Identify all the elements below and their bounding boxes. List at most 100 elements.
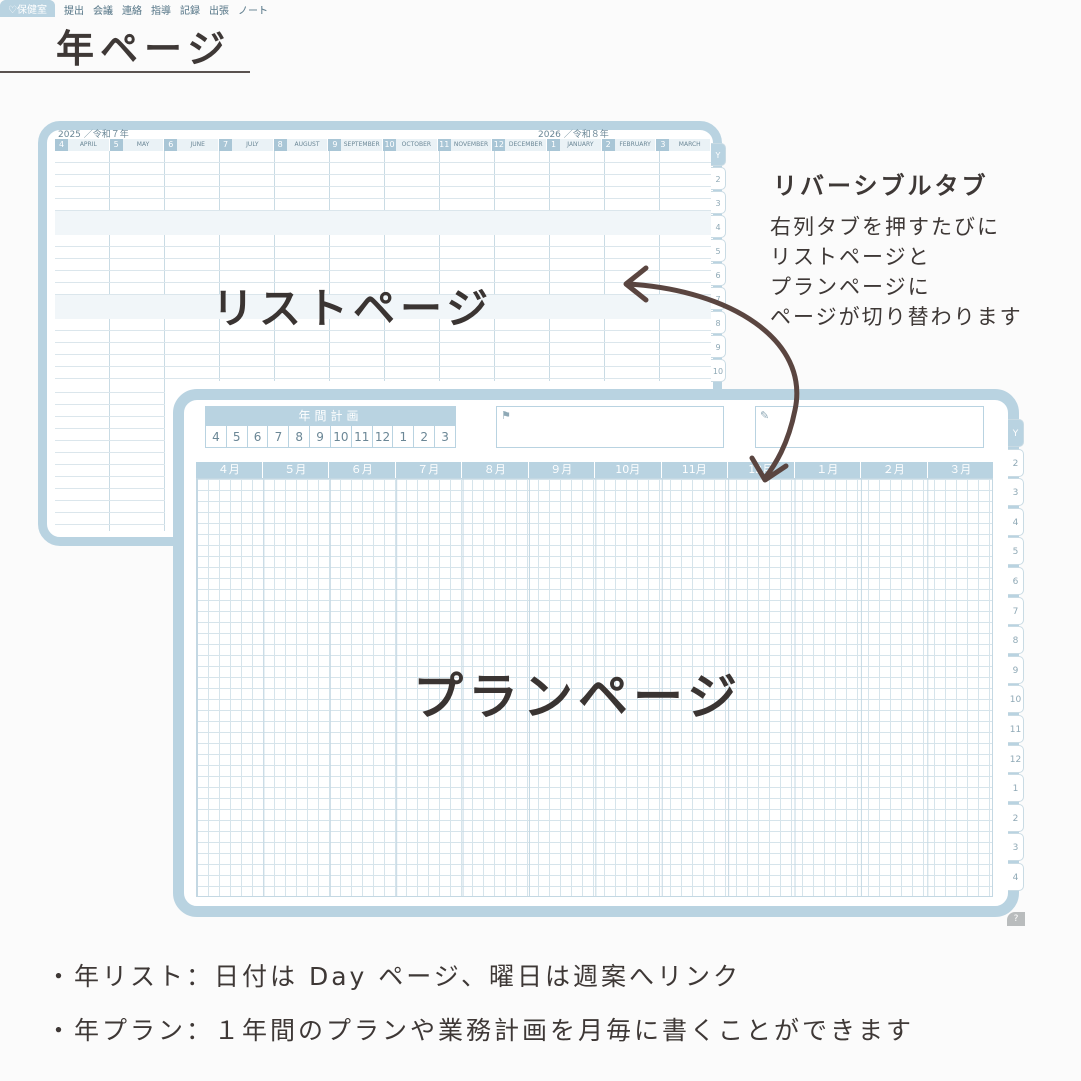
- list-month-number[interactable]: 7: [219, 139, 233, 151]
- side-tab-4[interactable]: 5: [711, 239, 726, 262]
- side-tab-0[interactable]: Y: [711, 143, 726, 166]
- help-button[interactable]: ?: [1007, 912, 1025, 926]
- list-month-number[interactable]: 10: [383, 139, 397, 151]
- list-month-number[interactable]: 12: [492, 139, 506, 151]
- page-title: 年ページ: [56, 27, 232, 71]
- plan-tab-3[interactable]: 連絡: [121, 6, 142, 17]
- side-tab-1[interactable]: 2: [1008, 448, 1024, 477]
- list-month-name: DECEMBER: [505, 139, 548, 151]
- list-month-number[interactable]: 5: [109, 139, 123, 151]
- side-tab-9[interactable]: 10: [711, 359, 726, 382]
- description-line: プランページに: [770, 275, 931, 299]
- plan-month-label: １月: [795, 462, 861, 478]
- side-tab-4[interactable]: 5: [1008, 537, 1024, 566]
- list-month-number[interactable]: 1: [547, 139, 561, 151]
- list-month-name: AUGUST: [286, 139, 329, 151]
- list-month-number[interactable]: 2: [601, 139, 615, 151]
- goal-memo-box[interactable]: ⚑: [496, 406, 724, 448]
- list-tab-2[interactable]: 会議: [92, 6, 113, 17]
- side-tab-3[interactable]: 4: [711, 215, 726, 238]
- year-left: 2025 ／令和７年: [58, 130, 129, 140]
- plan-tab-2[interactable]: 会議: [92, 6, 113, 17]
- annual-plan-month-link[interactable]: 11: [352, 426, 373, 448]
- annual-plan-month-link[interactable]: 6: [248, 426, 269, 448]
- side-tab-6[interactable]: 7: [1008, 596, 1024, 625]
- annual-plan-month-link[interactable]: 2: [414, 426, 436, 448]
- list-month-number[interactable]: 6: [164, 139, 178, 151]
- list-tab-4[interactable]: 指導: [150, 6, 171, 17]
- weekend-row: [55, 223, 711, 235]
- list-month-number[interactable]: 8: [273, 139, 287, 151]
- annual-plan-month-link[interactable]: 12: [373, 426, 394, 448]
- weekend-row: [55, 211, 711, 223]
- annual-plan-month-link[interactable]: 7: [268, 426, 290, 448]
- feature-bullet: ・年リスト：日付は Day ページ、曜日は週案へリンク: [46, 962, 742, 991]
- side-tab-2[interactable]: 3: [711, 191, 726, 214]
- list-grid: [55, 151, 711, 381]
- feature-bullets: ・年リスト：日付は Day ページ、曜日は週案へリンク・年プラン：１年間のプラン…: [46, 950, 914, 1058]
- plan-tab-0[interactable]: ♡保健室: [0, 0, 55, 17]
- description-line: リストページと: [770, 245, 931, 269]
- side-tab-5[interactable]: 6: [711, 263, 726, 286]
- plan-tab-1[interactable]: 提出: [63, 6, 84, 17]
- plan-tab-label: 保健室: [16, 5, 47, 16]
- side-tab-8[interactable]: 9: [711, 335, 726, 358]
- annual-plan-month-link[interactable]: 5: [227, 426, 248, 448]
- plan-month-label: ８月: [462, 462, 529, 478]
- plan-month-label: 10月: [595, 462, 662, 478]
- side-tab-1[interactable]: 2: [711, 167, 726, 190]
- side-tab-2[interactable]: 3: [1008, 478, 1024, 507]
- list-month-name: SEPTEMBER: [341, 139, 384, 151]
- list-month-name: MARCH: [669, 139, 712, 151]
- side-tab-8[interactable]: 9: [1008, 655, 1024, 684]
- list-month-number[interactable]: 4: [55, 139, 68, 151]
- list-month-name: APRIL: [68, 139, 110, 151]
- year-right: 2026 ／令和８年: [538, 130, 609, 140]
- annual-plan-month-link[interactable]: 8: [289, 426, 311, 448]
- plan-grid[interactable]: [196, 478, 993, 897]
- list-tab-3[interactable]: 連絡: [121, 6, 142, 17]
- plan-tab-4[interactable]: 指導: [150, 6, 171, 17]
- side-tab-7[interactable]: 8: [1008, 626, 1024, 655]
- annual-plan-month-link[interactable]: 3: [441, 430, 449, 444]
- annual-plan-month-link[interactable]: 1: [393, 426, 415, 448]
- side-tab-13[interactable]: 2: [1008, 803, 1024, 832]
- list-month-number[interactable]: 11: [437, 139, 451, 151]
- side-tab-3[interactable]: 4: [1008, 507, 1024, 536]
- list-month-name: OCTOBER: [396, 139, 438, 151]
- list-month-number[interactable]: 3: [656, 139, 670, 151]
- list-month-name: NOVEMBER: [450, 139, 493, 151]
- plan-month-label: ３月: [949, 463, 972, 476]
- side-tab-11[interactable]: 12: [1008, 744, 1024, 773]
- plan-tab-6[interactable]: 出張: [208, 6, 229, 17]
- annual-plan-month-link[interactable]: 9: [310, 426, 331, 448]
- side-tab-7[interactable]: 8: [711, 311, 726, 334]
- list-grid-bottom: [55, 381, 165, 531]
- list-month-number[interactable]: 9: [328, 139, 342, 151]
- list-month-name: FEBRUARY: [614, 139, 657, 151]
- side-tab-0[interactable]: Y: [1008, 419, 1024, 447]
- flag-icon: ⚑: [501, 409, 511, 422]
- side-tab-9[interactable]: 10: [1008, 685, 1024, 714]
- annual-plan-month-link[interactable]: 4: [206, 426, 227, 448]
- plan-tab-5[interactable]: 記録: [179, 6, 200, 17]
- list-tab-6[interactable]: 出張: [208, 6, 229, 17]
- list-tab-7[interactable]: ノート: [237, 6, 268, 17]
- side-tab-14[interactable]: 3: [1008, 833, 1024, 862]
- side-tab-15[interactable]: 4: [1008, 862, 1024, 891]
- plan-month-label: ５月: [263, 462, 329, 478]
- list-tab-1[interactable]: 提出: [63, 6, 84, 17]
- side-tab-10[interactable]: 11: [1008, 714, 1024, 743]
- list-tab-5[interactable]: 記録: [179, 6, 200, 17]
- side-tab-12[interactable]: 1: [1008, 774, 1024, 803]
- plan-tab-7[interactable]: ノート: [237, 6, 268, 17]
- list-month-name: MAY: [122, 139, 165, 151]
- plan-month-label: ６月: [329, 462, 396, 478]
- reversible-tab-description: 右列タブを押すたびにリストページとプランページにページが切り替わります: [770, 212, 1023, 332]
- annual-plan-month-link[interactable]: 10: [331, 426, 352, 448]
- side-tab-5[interactable]: 6: [1008, 566, 1024, 595]
